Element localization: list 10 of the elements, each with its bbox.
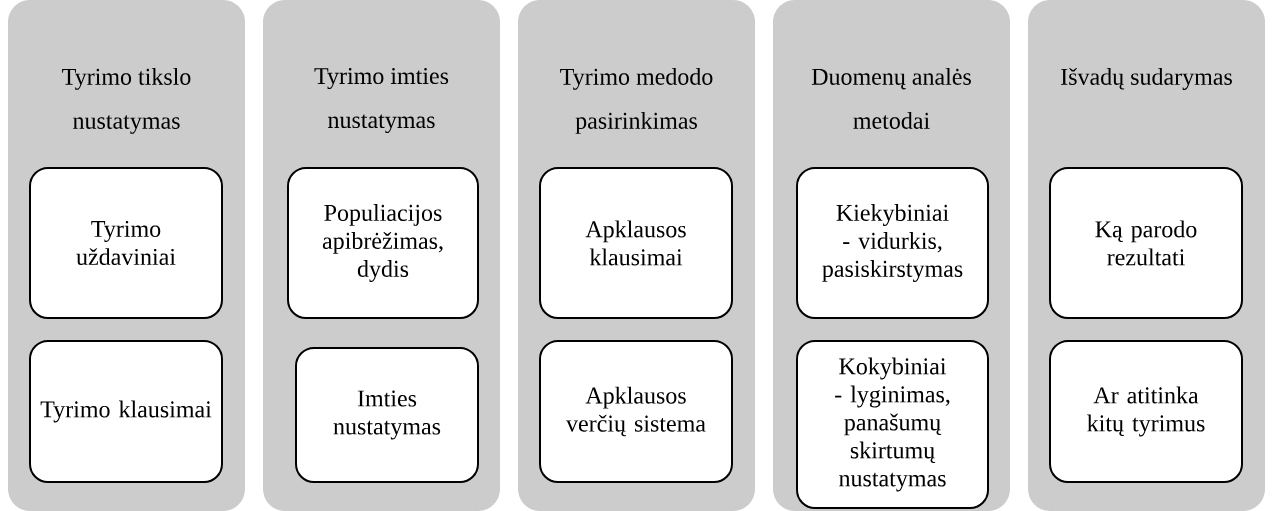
rounded-box: Kiekybiniai - vidurkis, pasiskirstymas — [796, 167, 989, 319]
rounded-box: Apklausos klausimai — [539, 167, 733, 319]
rounded-box: Ar atitinka kitų tyrimus — [1049, 340, 1243, 483]
rounded-box: Tyrimo uždaviniai — [29, 167, 223, 319]
rounded-box: Apklausos verčių sistema — [539, 340, 733, 483]
rounded-box: Ką parodo rezultati — [1049, 167, 1243, 319]
rounded-box: Populiacijos apibrėžimas, dydis — [287, 167, 479, 319]
rounded-box: Imties nustatymas — [295, 347, 479, 483]
rounded-box: Kokybiniai - lyginimas, panašumų skirtumų nustatymas — [796, 340, 989, 509]
rounded-box: Tyrimo klausimai — [29, 340, 223, 483]
